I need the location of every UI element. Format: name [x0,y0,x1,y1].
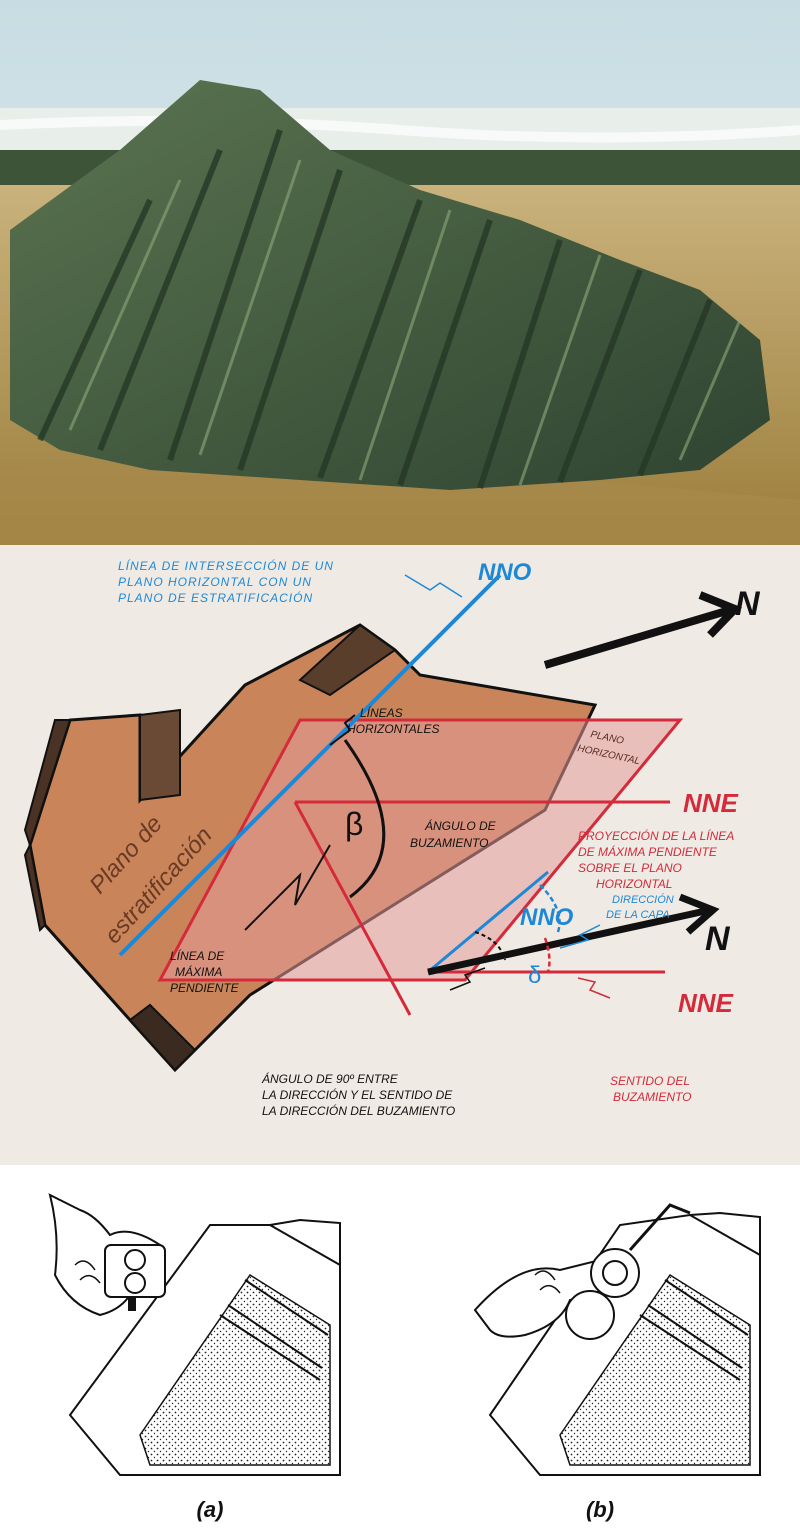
north-top-label: N [735,585,761,623]
intersection-line-label-2: PLANO HORIZONTAL CON UN [118,575,312,589]
caption-b: (b) [586,1497,614,1522]
delta-label: δ [528,962,541,989]
angulo-buzamiento-label-2: BUZAMIENTO [410,836,488,850]
direccion-capa-label-2: DE LA CAPA [606,909,670,921]
angulo-90-label-1: ÁNGULO DE 90º ENTRE [261,1071,399,1086]
proyeccion-label-2: DE MÁXIMA PENDIENTE [578,844,718,859]
nne-bottom-label: NNE [678,988,734,1018]
angulo-90-label-2: LA DIRECCIÓN Y EL SENTIDO DE [262,1087,453,1102]
compass-measurement-sketches: (a) (b) [0,1165,800,1531]
linea-maxima-label-1: LÍNEA DE [170,948,225,963]
lineas-horizontales-label-2: HORIZONTALES [347,722,439,736]
nno-bottom-label: NNO [520,904,574,931]
angulo-buzamiento-label-1: ÁNGULO DE [424,818,497,833]
caption-a: (a) [197,1497,224,1522]
nno-top-label: NNO [478,559,532,586]
linea-maxima-label-3: PENDIENTE [170,981,240,995]
direccion-capa-label-1: DIRECCIÓN [612,893,674,906]
nne-top-label: NNE [683,788,739,818]
sentido-buzamiento-label-2: BUZAMIENTO [613,1090,691,1104]
intersection-line-label-1: LÍNEA DE INTERSECCIÓN DE UN [118,558,334,573]
lineas-horizontales-label-1: LÍNEAS [360,705,403,720]
sentido-buzamiento-label-1: SENTIDO DEL [610,1074,690,1088]
proyeccion-label-4: HORIZONTAL [596,877,672,891]
north-bottom-label: N [705,920,731,958]
rock-strata-photo [0,0,800,545]
bedding-plane-diagram: LÍNEA DE INTERSECCIÓN DE UN PLANO HORIZO… [0,545,800,1165]
angulo-90-label-3: LA DIRECCIÓN DEL BUZAMIENTO [262,1103,455,1118]
proyeccion-label-3: SOBRE EL PLANO [578,861,682,875]
proyeccion-label-1: PROYECCIÓN DE LA LÍNEA [578,828,734,843]
beta-label: β [345,806,363,842]
linea-maxima-label-2: MÁXIMA [175,964,222,979]
intersection-line-label-3: PLANO DE ESTRATIFICACIÓN [118,590,313,605]
